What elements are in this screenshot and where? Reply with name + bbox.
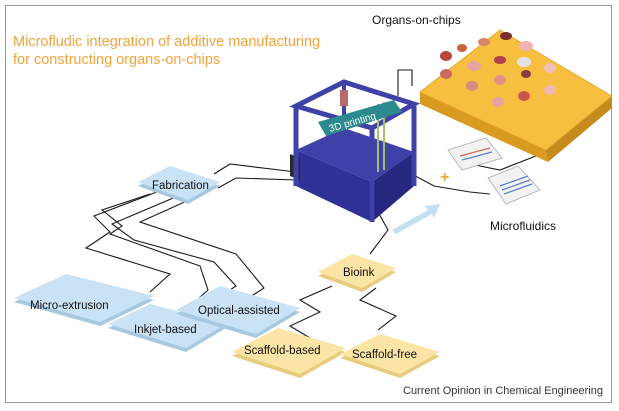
fabrication-label: Fabrication (152, 180, 209, 192)
organ-icon (544, 63, 556, 73)
chip-plate-top (419, 29, 613, 151)
figure-title: Microfludic integration of additive manu… (13, 33, 320, 69)
printer-3d: 3D printing (289, 79, 421, 222)
chip-channel (499, 175, 529, 187)
tile-face (318, 254, 396, 288)
organ-icons (440, 32, 556, 107)
organ-icon (544, 85, 556, 95)
figure-credit: Current Opinion in Chemical Engineering (403, 385, 603, 397)
organ-icon (521, 70, 531, 78)
organ-icon (494, 75, 506, 85)
arrow-icon (392, 204, 440, 234)
tile-face (232, 328, 346, 374)
fabrication-tile: Fabrication (138, 166, 220, 204)
line-fabrication-2 (100, 193, 209, 309)
chip-channel (461, 151, 493, 161)
scaffold-free-tile: Scaffold-free (340, 334, 440, 378)
organ-icon (519, 41, 533, 51)
optical-assisted-tile: Optical-assisted (176, 286, 300, 338)
chip-channel (459, 147, 491, 157)
optical-assisted-label: Optical-assisted (198, 305, 280, 317)
line-printer-to-fabrication-2 (217, 177, 297, 189)
scaffold-based-tile: Scaffold-based (232, 328, 346, 378)
printer-gantry (318, 100, 402, 136)
scaffold-based-label: Scaffold-based (244, 345, 321, 357)
line-bioink-1 (288, 285, 333, 345)
organ-icon (478, 38, 490, 46)
scaffold-free-label: Scaffold-free (352, 349, 417, 361)
inkjet-based-label: Inkjet-based (134, 324, 197, 336)
title-line-2: for constructing organs-on-chips (13, 52, 221, 68)
line-printer-to-bioink (369, 211, 389, 255)
organ-icon (492, 97, 504, 107)
inkjet-based-tile: Inkjet-based (108, 304, 226, 352)
line-bioink-2 (358, 287, 398, 331)
bioink-tile: Bioink (318, 254, 396, 292)
organ-icon (467, 61, 481, 71)
micro-extrusion-tile: Micro-extrusion (14, 274, 154, 326)
tile-face (108, 304, 226, 348)
chip-icon (447, 137, 503, 171)
organ-icon (457, 44, 467, 52)
tile-face (138, 166, 220, 200)
organs-on-chips-label: Organs-on-chips (372, 13, 461, 27)
organ-icon (500, 32, 512, 40)
microfluidics-group: + Microfluidics (440, 137, 556, 233)
printer-base-side (372, 152, 414, 222)
bioink-label: Bioink (343, 267, 375, 279)
organs-on-chips-plate: Organs-on-chips (372, 13, 613, 162)
tile-face (176, 286, 300, 334)
line-printer-to-microfluidics (407, 171, 491, 195)
printer-nozzle (340, 90, 348, 106)
organ-icon (440, 51, 452, 61)
connection-lines (84, 69, 547, 345)
plus-icon: + (440, 169, 449, 186)
line-chips-to-printer (397, 69, 413, 96)
organ-icon (517, 57, 531, 67)
tile-face (340, 334, 440, 374)
line-fabrication-1 (84, 189, 172, 293)
line-fabrication-4 (138, 195, 265, 307)
chip-icon (487, 165, 541, 205)
microfluidics-label: Microfluidics (490, 219, 556, 233)
chip-channel (503, 183, 533, 195)
chip-channel (501, 179, 531, 191)
organ-icon (518, 91, 530, 101)
line-printer-to-fabrication (213, 163, 297, 175)
organ-icon (440, 69, 452, 79)
title-line-1: Microfludic integration of additive manu… (13, 34, 321, 50)
micro-extrusion-label: Micro-extrusion (30, 300, 109, 312)
chip-plate-side-right (546, 96, 612, 162)
chip-plate-side (420, 92, 548, 162)
printer-base-front (296, 150, 372, 222)
line-fabrication-3 (110, 195, 237, 299)
organ-icon (466, 81, 478, 91)
organ-icon (494, 56, 506, 64)
tile-face (14, 274, 154, 322)
